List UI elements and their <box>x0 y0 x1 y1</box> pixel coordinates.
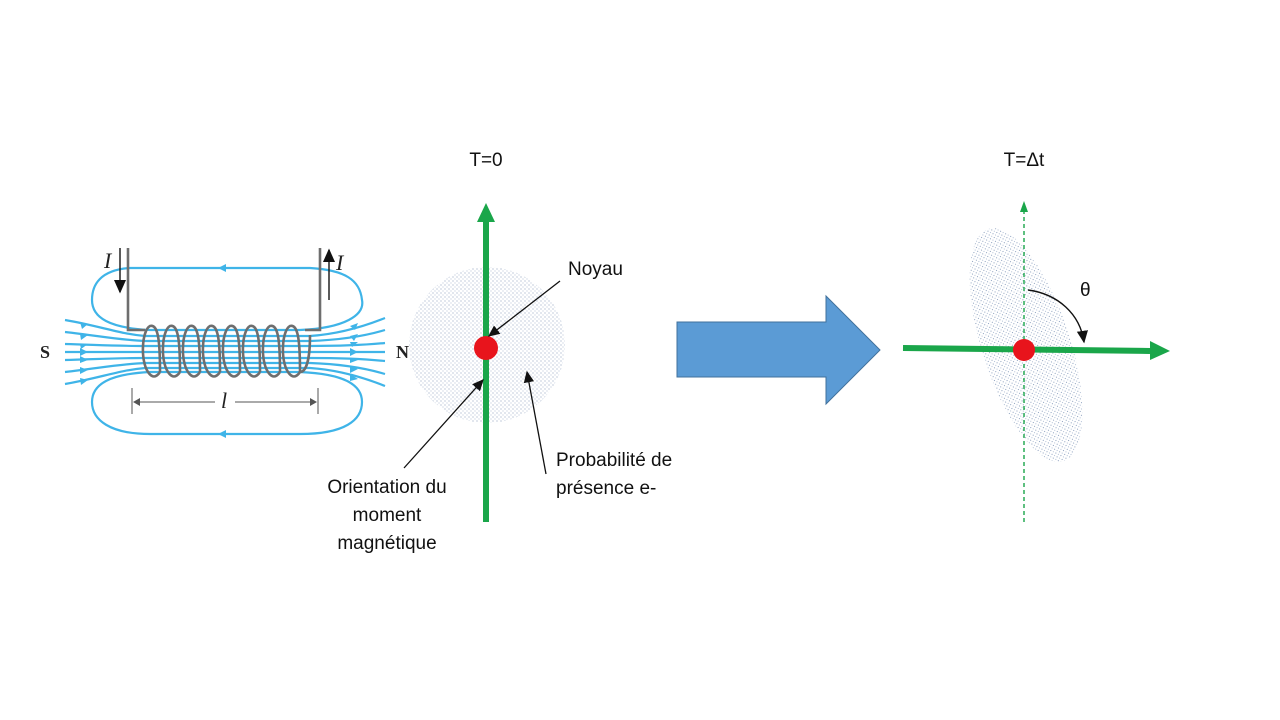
field-arrow-top <box>218 264 226 272</box>
orientation-label-line3: magnétique <box>337 533 436 554</box>
current-label-out: I <box>335 250 345 275</box>
wire-lead-right <box>305 248 322 332</box>
wire-lead-left <box>126 248 145 332</box>
solenoid-diagram: I I S N l <box>40 248 409 438</box>
current-label-in: I <box>103 248 113 273</box>
nucleus-t0 <box>474 336 498 360</box>
t0-time-label: T=0 <box>469 150 502 171</box>
orientation-label-line2: moment <box>353 505 422 526</box>
north-pole-label: N <box>396 342 409 362</box>
length-label: l <box>221 388 227 413</box>
nucleus-tdt <box>1013 339 1035 361</box>
coil-windings <box>141 324 312 378</box>
south-pole-label: S <box>40 342 50 362</box>
orientation-pointer <box>403 379 484 469</box>
tdt-panel: T=Δt θ <box>902 150 1170 522</box>
probability-label-line1: Probabilité de <box>556 450 672 471</box>
nucleus-pointer <box>487 280 561 337</box>
probability-label-line2: présence e- <box>556 478 656 499</box>
initial-orientation-arrowhead <box>1020 201 1028 212</box>
rotation-angle-arc <box>1027 289 1088 344</box>
magnetic-moment-arrowhead-t0 <box>477 203 495 222</box>
field-line-outer-bottom <box>90 370 364 436</box>
magnetic-moment-arrowhead-tdt <box>1150 341 1170 360</box>
field-lines-through <box>64 316 386 388</box>
field-line-outer-top <box>90 266 364 332</box>
angle-label: θ <box>1080 280 1091 301</box>
probability-pointer <box>523 370 547 475</box>
orientation-label-line1: Orientation du <box>327 477 446 498</box>
transition-arrow <box>676 294 881 406</box>
t0-panel: T=0 Noyau Probabilité de présence e- Ori… <box>327 150 672 554</box>
tdt-time-label: T=Δt <box>1004 150 1045 171</box>
field-arrow-bottom <box>218 430 226 438</box>
nucleus-label: Noyau <box>568 259 623 280</box>
